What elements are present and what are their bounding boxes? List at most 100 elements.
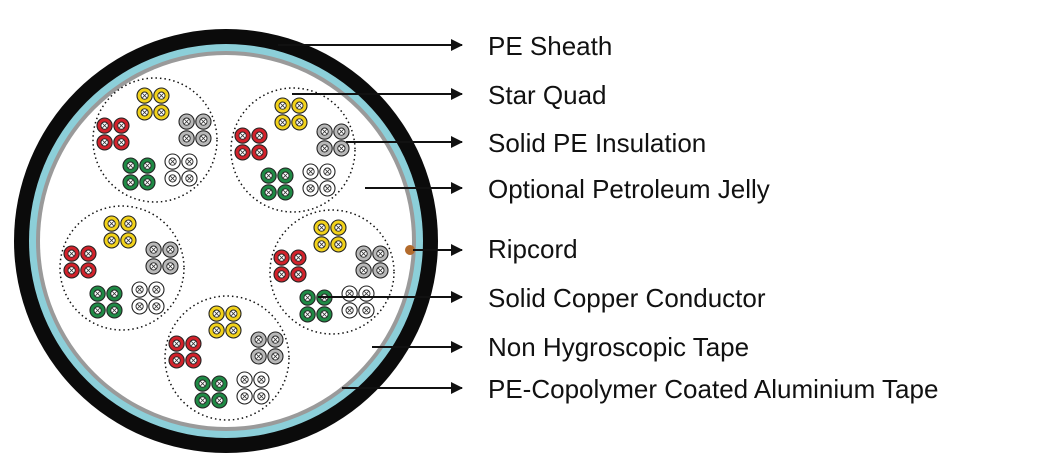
unit-binder-dotted — [269, 209, 395, 335]
star-quad — [273, 249, 307, 283]
conductor-hatch — [95, 291, 101, 297]
conductor-hatch — [167, 263, 173, 269]
conductor-hatch — [144, 179, 150, 185]
conductor-hatch — [321, 311, 327, 317]
conductor-hatch — [174, 357, 180, 363]
conductor-hatch — [361, 267, 367, 273]
conductor-hatch — [230, 311, 236, 317]
conductor-hatch — [272, 337, 278, 343]
conductor-hatch — [363, 307, 369, 313]
star-quad — [131, 281, 165, 315]
star-quad — [178, 113, 212, 147]
conductor-hatch — [240, 149, 246, 155]
ripcord-label: Ripcord — [488, 234, 578, 264]
cable-unit — [92, 77, 218, 203]
conductor-hatch — [109, 237, 115, 243]
conductor-hatch — [186, 159, 192, 165]
conductor-hatch — [282, 173, 288, 179]
conductor-hatch — [109, 221, 115, 227]
conductor-hatch — [174, 341, 180, 347]
conductor-hatch — [151, 247, 157, 253]
conductor-hatch — [296, 119, 302, 125]
conductor-hatch — [240, 133, 246, 139]
conductor-hatch — [242, 393, 248, 399]
conductor-hatch — [258, 393, 264, 399]
star-quad — [122, 157, 156, 191]
conductor-hatch — [137, 303, 143, 309]
conductor-hatch — [377, 251, 383, 257]
conductor-hatch — [128, 179, 134, 185]
cable-unit — [164, 295, 290, 421]
conductor-hatch — [322, 145, 328, 151]
conductor-hatch — [214, 311, 220, 317]
conductor-hatch — [347, 307, 353, 313]
star-quad — [236, 371, 270, 405]
conductor-hatch — [151, 263, 157, 269]
conductor-hatch — [242, 377, 248, 383]
conductor-hatch — [308, 185, 314, 191]
conductor-hatch — [142, 109, 148, 115]
conductor-hatch — [280, 119, 286, 125]
conductor-hatch — [200, 381, 206, 387]
conductor-hatch — [280, 103, 286, 109]
conductor-hatch — [69, 267, 75, 273]
star-quad — [164, 153, 198, 187]
conductor-hatch — [216, 397, 222, 403]
conductor-hatch — [142, 93, 148, 99]
conductor-hatch — [190, 341, 196, 347]
star-quad — [260, 167, 294, 201]
conductor-hatch — [95, 307, 101, 313]
pe-sheath-label: PE Sheath — [488, 31, 612, 61]
conductor-hatch — [377, 267, 383, 273]
star-quad — [194, 375, 228, 409]
conductor-hatch — [256, 133, 262, 139]
conductor-hatch — [363, 291, 369, 297]
conductor-hatch — [308, 169, 314, 175]
pe-copolymer-tape-label: PE-Copolymer Coated Aluminium Tape — [488, 374, 938, 404]
star-quad — [208, 305, 242, 339]
labels: PE Sheath Star Quad Solid PE Insulation … — [488, 31, 938, 404]
solid-pe-insulation-label: Solid PE Insulation — [488, 128, 706, 158]
conductor-hatch — [170, 175, 176, 181]
conductor-hatch — [85, 251, 91, 257]
conductor-hatch — [296, 103, 302, 109]
conductor-hatch — [167, 247, 173, 253]
star-quad-label: Star Quad — [488, 80, 607, 110]
conductor-hatch — [128, 163, 134, 169]
conductor-hatch — [295, 271, 301, 277]
star-quad — [168, 335, 202, 369]
conductor-hatch — [153, 287, 159, 293]
conductor-hatch — [111, 291, 117, 297]
conductor-hatch — [295, 255, 301, 261]
star-quad — [316, 123, 350, 157]
conductor-hatch — [256, 149, 262, 155]
cable-body — [14, 29, 438, 453]
solid-copper-conductor-label: Solid Copper Conductor — [488, 283, 766, 313]
star-quad — [136, 87, 170, 121]
conductor-hatch — [322, 129, 328, 135]
unit-binder-dotted — [92, 77, 218, 203]
conductor-hatch — [184, 135, 190, 141]
optional-petroleum-jelly-label: Optional Petroleum Jelly — [488, 174, 770, 204]
conductor-hatch — [338, 145, 344, 151]
conductor-hatch — [258, 377, 264, 383]
conductor-hatch — [335, 241, 341, 247]
conductor-hatch — [319, 241, 325, 247]
conductor-hatch — [102, 139, 108, 145]
conductor-hatch — [170, 159, 176, 165]
conductor-hatch — [361, 251, 367, 257]
conductor-hatch — [305, 295, 311, 301]
conductor-hatch — [111, 307, 117, 313]
conductor-hatch — [319, 225, 325, 231]
conductor-hatch — [102, 123, 108, 129]
conductor-hatch — [272, 353, 278, 359]
conductor-hatch — [256, 337, 262, 343]
conductor-hatch — [137, 287, 143, 293]
star-quad — [302, 163, 336, 197]
star-quad — [89, 285, 123, 319]
conductor-hatch — [190, 357, 196, 363]
conductor-hatch — [282, 189, 288, 195]
conductor-hatch — [216, 381, 222, 387]
conductor-hatch — [200, 135, 206, 141]
conductor-hatch — [200, 397, 206, 403]
